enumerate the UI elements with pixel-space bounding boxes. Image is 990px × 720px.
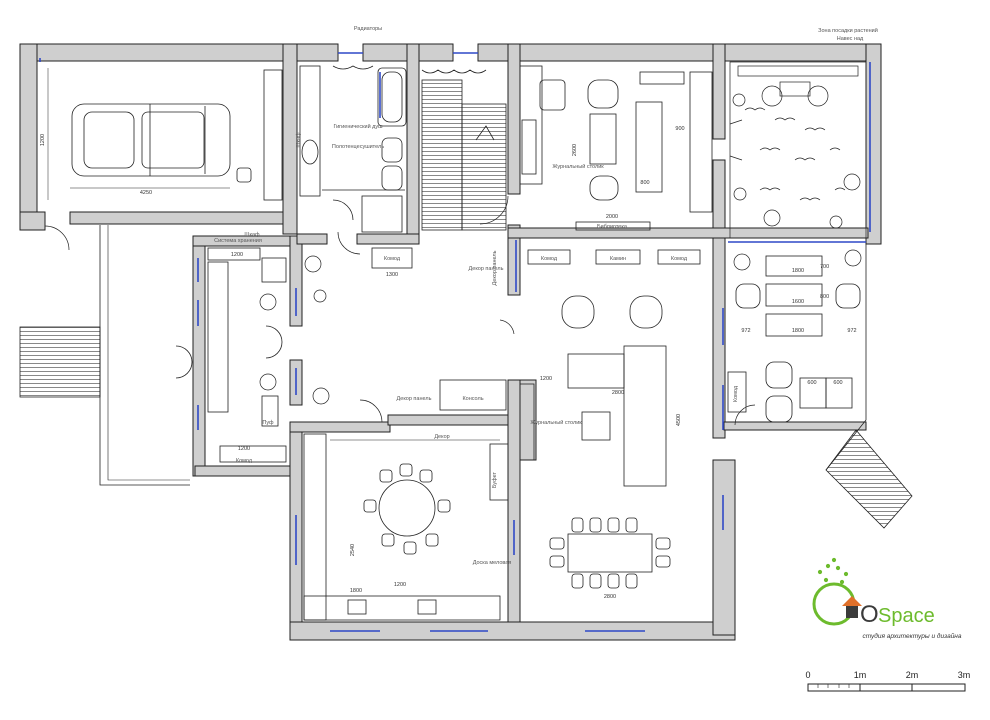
- garage: [47, 68, 283, 201]
- label-heated-rail: Полотенцесушитель: [332, 144, 384, 150]
- dim-1300: 1300: [386, 272, 398, 278]
- label-pouf: Пуф: [262, 420, 274, 426]
- logo-subtitle: студия архитектуры и дизайна: [862, 632, 961, 640]
- label-coffee-table: Журнальный столик: [530, 419, 582, 426]
- label-dresser-1: Комод: [384, 256, 401, 262]
- dim-2540: 2540: [350, 544, 356, 556]
- dim-1600: 1600: [792, 299, 804, 305]
- label-console: Консоль: [462, 396, 483, 402]
- terrace: [729, 61, 867, 239]
- scale-tick-2m: 2m: [906, 670, 919, 680]
- lounge: [727, 255, 861, 423]
- left-stairs: [19, 225, 190, 486]
- label-note: Зона посадки растений: [818, 27, 878, 34]
- dim-2600: 2600: [572, 144, 578, 156]
- label-buffet: Буфет: [492, 471, 498, 488]
- label-wardrobe: Шкаф: [244, 232, 260, 238]
- dim-900: 900: [675, 126, 684, 132]
- living-room: [439, 249, 701, 589]
- doors: [44, 119, 756, 426]
- label-decor-panel-2: Декор панель: [397, 396, 432, 402]
- dim-2000: 2000: [606, 214, 618, 220]
- logo-brand-o: O: [860, 601, 879, 628]
- label-decor-panel-3: Декор панель: [492, 250, 498, 285]
- scale-tick-3m: 3m: [958, 670, 971, 680]
- label-board: Доска меловая: [473, 560, 512, 566]
- dim-1200-c: 1200: [540, 376, 552, 382]
- label-decor-panel-1: Декор панель: [469, 266, 504, 272]
- dim-1800-b: 1800: [792, 328, 804, 334]
- scale-tick-1m: 1m: [854, 670, 867, 680]
- label-dresser-5: Комод: [236, 458, 253, 464]
- dim-972-a: 972: [741, 328, 750, 334]
- left-wing: [175, 247, 287, 463]
- label-towel: Шкаф: [296, 132, 302, 148]
- central-stairs: [421, 79, 507, 231]
- dim-2800: 2800: [612, 390, 624, 396]
- round-table-chairs: [363, 463, 451, 555]
- label-dresser-2: Комод: [541, 256, 558, 262]
- dim-4500: 4500: [676, 414, 682, 426]
- label-fireplace: Камин: [610, 256, 626, 262]
- label-radiators: Радиаторы: [354, 26, 382, 32]
- label-hygienic-shower: Гигиенический душ: [333, 123, 383, 130]
- plants: [259, 93, 862, 405]
- label-dresser-3: Комод: [671, 256, 688, 262]
- windows: [39, 52, 871, 632]
- dim-600-a: 600: [807, 380, 816, 386]
- dim-1200-b: 1200: [231, 252, 243, 258]
- label-decor: Декор: [434, 434, 449, 440]
- dim-1800-a: 1800: [792, 268, 804, 274]
- dim-1200-e: 1200: [238, 446, 250, 452]
- study: [519, 65, 713, 231]
- dim-garage-width: 1200: [40, 134, 46, 146]
- walls: [19, 43, 882, 641]
- label-library: Библиотека: [597, 224, 628, 230]
- scale-bar: 0 1m 2m 3m: [805, 670, 971, 692]
- dim-1200-d: 1200: [394, 582, 406, 588]
- dim-700: 700: [820, 264, 829, 270]
- dim-600-b: 600: [833, 380, 842, 386]
- dim-972-b: 972: [847, 328, 856, 334]
- dining-chairs: [549, 517, 671, 589]
- right-stairs: [825, 244, 913, 529]
- label-wall-tv: Журнальный столик: [552, 163, 604, 170]
- dim-800: 800: [640, 180, 649, 186]
- label-canopy: Навес над: [837, 36, 864, 42]
- dining: [303, 433, 501, 621]
- dim-800-b: 800: [820, 294, 829, 300]
- dim-garage-length: 4250: [140, 190, 152, 196]
- scale-tick-0: 0: [805, 670, 810, 680]
- bathroom: [299, 65, 487, 233]
- dim-2800-b: 2800: [604, 594, 616, 600]
- label-storage: Система хранения: [214, 238, 262, 244]
- logo-brand-rest: Space: [878, 605, 935, 627]
- label-dresser-4: Комод: [733, 385, 739, 402]
- logo: O Space студия архитектуры и дизайна: [812, 557, 962, 640]
- dresser-box: [371, 247, 413, 269]
- dim-1800-c: 1800: [350, 588, 362, 594]
